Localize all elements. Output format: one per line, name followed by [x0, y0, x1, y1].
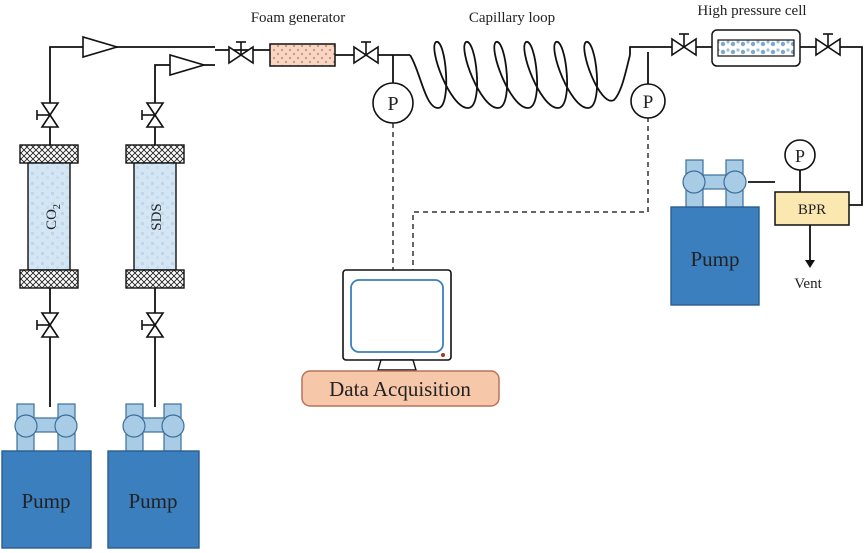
valve-sds-top — [141, 102, 165, 128]
data-acquisition-box: Data Acquisition — [301, 370, 500, 407]
pump-backpressure: Pump — [670, 159, 760, 306]
pump-sds-label: Pump — [128, 489, 177, 513]
valve-co2-top — [36, 102, 60, 128]
check-valve-sds — [169, 53, 207, 77]
capillary-loop-label: Capillary loop — [469, 10, 555, 26]
pump-sds: Pump — [107, 403, 200, 549]
vent-label: Vent — [794, 276, 822, 292]
valve-foam-inlet — [228, 41, 254, 65]
vent-arrow — [805, 260, 815, 268]
pressure-gauge-bpr: P — [784, 139, 816, 171]
pressure-gauge-outlet-label: P — [643, 92, 654, 113]
valve-cell-outlet — [815, 33, 841, 57]
pump-co2: Pump — [1, 403, 92, 549]
pressure-gauge-inlet: P — [372, 82, 414, 124]
pressure-gauge-bpr-label: P — [795, 146, 805, 166]
co2-label: CO2 — [44, 204, 63, 230]
bpr-label: BPR — [798, 202, 826, 218]
back-pressure-regulator: BPR — [774, 191, 850, 226]
check-valve-co2 — [82, 35, 120, 59]
pump-backpressure-label: Pump — [690, 247, 739, 271]
foam-generator — [269, 43, 336, 67]
foam-generator-label: Foam generator — [251, 10, 346, 26]
capillary-loop — [409, 41, 631, 109]
monitor-power-led — [441, 353, 445, 357]
signal-lines — [392, 117, 649, 270]
valve-co2-bottom — [36, 312, 60, 338]
pressure-gauge-inlet-label: P — [387, 93, 398, 115]
data-acquisition-label: Data Acquisition — [329, 377, 471, 401]
needle-valves — [36, 33, 841, 338]
high-pressure-cell-label: High pressure cell — [697, 3, 806, 19]
check-valves — [82, 35, 207, 77]
computer-monitor — [342, 269, 452, 371]
pump-co2-label: Pump — [21, 489, 70, 513]
sds-label: SDS — [149, 203, 165, 231]
co2-cylinder: CO2 — [19, 144, 79, 289]
sds-cylinder: SDS — [125, 144, 185, 289]
valve-foam-outlet — [353, 41, 379, 65]
pressure-gauge-outlet: P — [630, 83, 666, 119]
valve-sds-bottom — [141, 312, 165, 338]
high-pressure-cell — [711, 29, 801, 67]
valve-cell-inlet — [671, 33, 697, 57]
